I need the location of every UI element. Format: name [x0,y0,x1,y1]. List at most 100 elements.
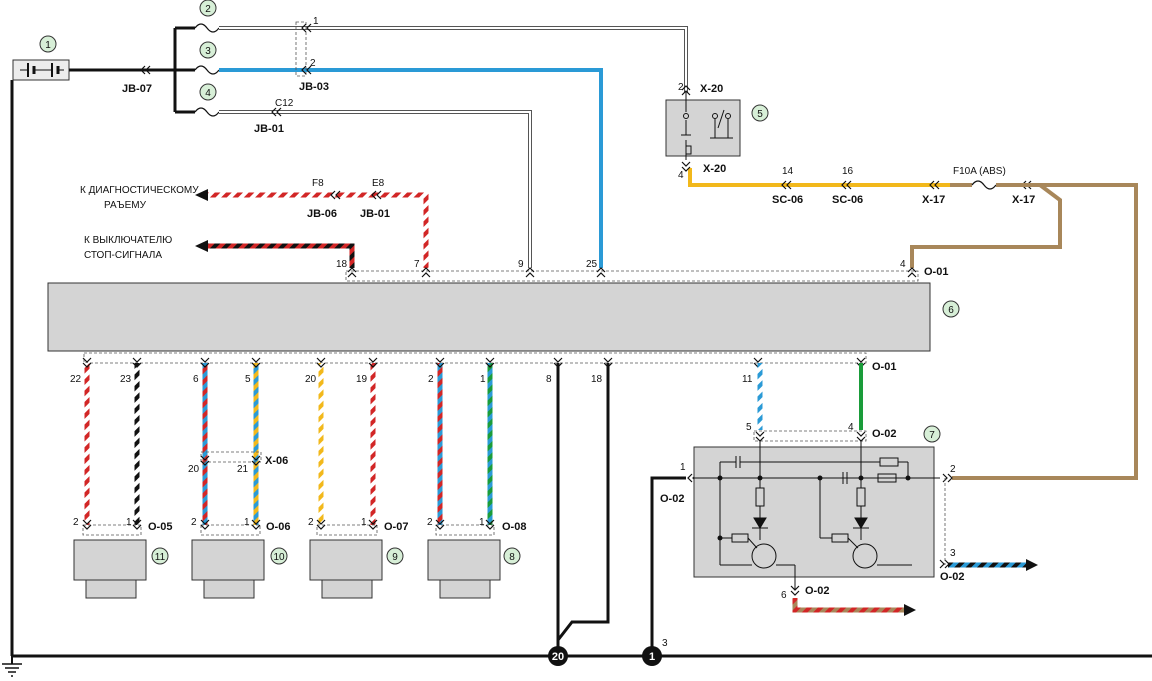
ecu-pin: 4 [900,259,906,270]
relay-junctions [717,475,911,541]
ecu-block [47,282,931,352]
ground-node-1-pin: 3 [662,638,668,649]
ecu-pin: 23 [120,374,132,385]
ecu-pin: 19 [356,374,368,385]
ground-icon [2,656,22,677]
pin-label: 3 [950,548,956,559]
callout-8: 8 [509,552,515,563]
pin-label: 4 [678,170,684,181]
ground-node-1-label: 1 [649,651,655,663]
fuse-icon [175,107,220,117]
ecu-pin: 11 [742,374,753,385]
ecu-pin: 7 [414,259,420,270]
sensor-9 [309,539,383,599]
sensor-frames [82,524,495,536]
connector-jb01-top: JB-01 [254,123,284,135]
diag-label-line1: К ДИАГНОСТИЧЕСКОМУ [80,185,199,196]
ground-node-1 [642,646,662,666]
ecu-pin: 25 [586,259,598,270]
ground-bus [2,80,1152,677]
relay-contacts [681,92,733,160]
connector-chevron-icon [82,357,866,530]
connector-o08: O-08 [502,521,526,533]
fuse-icon [175,65,220,75]
connector-x20-top: X-20 [700,83,723,95]
stop-label-line2: СТОП-СИГНАЛА [84,250,162,261]
callout-2: 2 [205,4,211,15]
sensor-pin: 2 [191,517,197,528]
connector-x17-a: X-17 [922,194,945,206]
callout-4: 4 [205,88,211,99]
connector-jb01-mid: JB-01 [360,208,390,220]
connector-f8: F8 [312,178,324,189]
connector-sc06-b: SC-06 [832,194,863,206]
ecu-pin: 6 [193,374,199,385]
pin-label: 5 [746,422,752,433]
pin-label: 4 [848,422,854,433]
ecu-pin: 5 [245,374,251,385]
arrow-left-icon [195,240,208,252]
sensor-pin: 2 [427,517,433,528]
callout-9: 9 [392,552,398,563]
diag-label-line2: РАЪЕМУ [104,200,147,211]
stop-label-line1: К ВЫКЛЮЧАТЕЛЮ [84,235,172,246]
arrow-right-icon [904,604,916,616]
callout-7: 7 [929,430,935,441]
connector-jb06: JB-06 [307,208,337,220]
pin-label: 14 [782,166,794,177]
sensor-pin: 2 [73,517,79,528]
sensor-8 [427,539,501,599]
connector-jb03: JB-03 [299,81,329,93]
pin-label: 2 [678,82,684,93]
pin-label: 16 [842,166,854,177]
connector-o02-right: O-02 [940,571,964,583]
connector-o06: O-06 [266,521,290,533]
battery [12,59,70,81]
sensor-11 [73,539,147,599]
fuse-icon [950,180,1030,190]
connector-o07: O-07 [384,521,408,533]
callout-1: 1 [45,40,51,51]
sensor-pin: 1 [126,517,132,528]
sensor-pin: 2 [308,517,314,528]
connector-sc06-a: SC-06 [772,194,803,206]
sensor-wires [84,363,493,525]
sensor-pin: 1 [244,517,250,528]
connector-chevron-icon [330,190,382,200]
ecu-pin: 18 [336,259,348,270]
connector-o01-top: O-01 [924,266,948,278]
sensor-10 [191,539,265,599]
ecu-pin: 22 [70,374,82,385]
callout-3: 3 [205,46,211,57]
fuse-abs-label: F10A (ABS) [953,166,1006,177]
ecu-pin: 8 [546,374,552,385]
ecu-pin: 20 [305,374,317,385]
connector-jb07: JB-07 [122,83,152,95]
pin-label: 2 [310,58,316,69]
connector-o05: O-05 [148,521,172,533]
connector-x06: X-06 [265,455,288,467]
pin-label: 2 [950,464,956,475]
pin-label: 6 [781,590,787,601]
callout-5: 5 [757,109,763,120]
ground-node-20 [548,646,568,666]
callout-6: 6 [948,305,954,316]
connector-x17-b: X-17 [1012,194,1035,206]
sensor-pin: 1 [479,517,485,528]
fuse-icon [175,23,220,33]
connector-o01-bottom: O-01 [872,361,896,373]
arrow-right-icon [1026,559,1038,571]
pin-label: 1 [680,462,686,473]
connector-chevron-icon [681,85,1032,190]
sensor-pin: 1 [361,517,367,528]
connector-chevron-icon [140,23,312,117]
connector-x20-bottom: X-20 [703,163,726,175]
arrow-left-icon [195,189,208,201]
pin-label: 20 [188,464,200,475]
connector-o02-bottom: O-02 [805,585,829,597]
pin-label: 1 [313,16,319,27]
connector-e8: E8 [372,178,385,189]
relay-block [693,446,935,578]
callouts [39,0,960,565]
